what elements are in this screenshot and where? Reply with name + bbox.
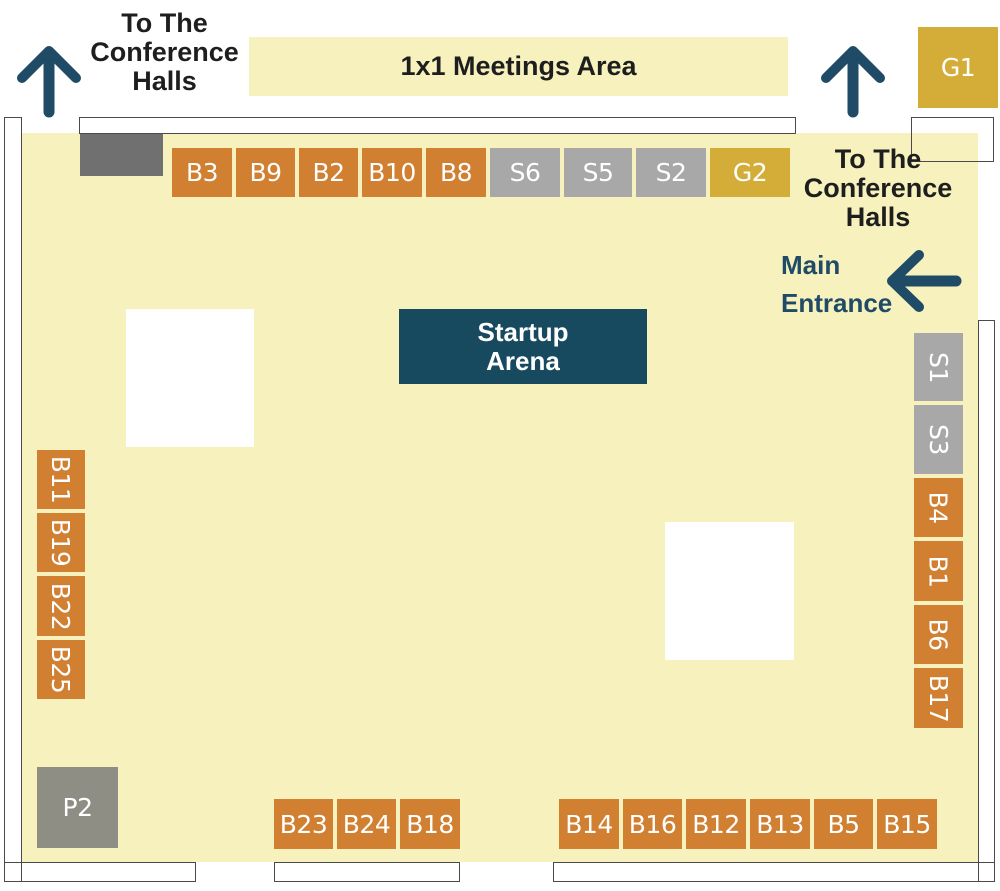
- booth-b17[interactable]: B17: [914, 668, 963, 728]
- top-right-wall: [911, 117, 994, 162]
- arrow-left-icon: [887, 250, 962, 312]
- booth-b2[interactable]: B2: [299, 148, 358, 197]
- booth-b9[interactable]: B9: [236, 148, 295, 197]
- booth-b10[interactable]: B10: [362, 148, 422, 197]
- booth-s5[interactable]: S5: [564, 148, 632, 197]
- pillar-right: [665, 522, 794, 660]
- main-entrance-label: Main Entrance: [781, 250, 893, 318]
- startup-arena: Startup Arena: [399, 309, 647, 384]
- booth-b14[interactable]: B14: [559, 799, 619, 849]
- booth-b15[interactable]: B15: [877, 799, 937, 849]
- booth-b4[interactable]: B4: [914, 478, 963, 537]
- booth-b19[interactable]: B19: [37, 513, 85, 572]
- booth-b25[interactable]: B25: [37, 640, 85, 699]
- booth-p2[interactable]: P2: [37, 767, 118, 848]
- bottom-wall-mid: [274, 862, 460, 882]
- booth-b13[interactable]: B13: [750, 799, 810, 849]
- meetings-area: 1x1 Meetings Area: [249, 37, 788, 96]
- bottom-wall-left: [4, 862, 196, 882]
- right-wall: [978, 320, 995, 882]
- service-block: [80, 134, 163, 176]
- booth-s6[interactable]: S6: [490, 148, 560, 197]
- booth-g1[interactable]: G1: [918, 27, 998, 108]
- booth-g2[interactable]: G2: [710, 148, 790, 197]
- conference-halls-label-left: To The Conference Halls: [90, 8, 239, 96]
- booth-s3[interactable]: S3: [914, 405, 963, 474]
- booth-b18[interactable]: B18: [400, 799, 460, 849]
- booth-b1[interactable]: B1: [914, 541, 963, 601]
- booth-b16[interactable]: B16: [623, 799, 682, 849]
- booth-b23[interactable]: B23: [274, 799, 333, 849]
- booth-b5[interactable]: B5: [814, 799, 873, 849]
- conference-halls-label-right: To The Conference Halls: [803, 144, 953, 232]
- top-wall: [79, 117, 796, 134]
- booth-b6[interactable]: B6: [914, 605, 963, 664]
- booth-b3[interactable]: B3: [172, 148, 232, 197]
- booth-b8[interactable]: B8: [426, 148, 486, 197]
- arrow-up-icon: [821, 46, 885, 118]
- arrow-up-icon: [17, 46, 81, 118]
- exhibition-floor: [22, 133, 978, 862]
- bottom-wall-right: [553, 862, 995, 882]
- left-wall: [4, 117, 22, 882]
- pillar-left: [126, 309, 254, 447]
- booth-s2[interactable]: S2: [636, 148, 706, 197]
- booth-s1[interactable]: S1: [914, 333, 963, 401]
- booth-b12[interactable]: B12: [686, 799, 746, 849]
- booth-b24[interactable]: B24: [337, 799, 396, 849]
- booth-b11[interactable]: B11: [37, 450, 85, 509]
- booth-b22[interactable]: B22: [37, 576, 85, 636]
